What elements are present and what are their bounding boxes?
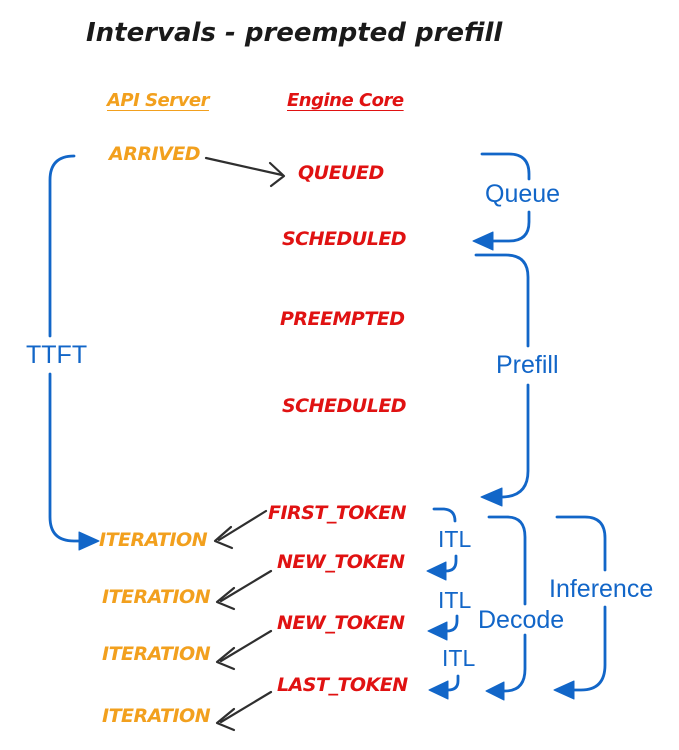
event-iteration-2: ITERATION [102, 586, 211, 608]
arrow-last-token-to-iteration [215, 690, 273, 732]
decode-bracket-top [487, 515, 527, 606]
interval-label-prefill: Prefill [496, 351, 559, 379]
inference-bracket-top [555, 515, 607, 572]
interval-label-itl-1: ITL [438, 526, 472, 552]
engine-core-column-header: Engine Core [287, 90, 404, 111]
itl2-stem [444, 614, 459, 633]
itl2-arrowhead-icon [427, 621, 448, 641]
itl1-stem [443, 554, 458, 573]
interval-label-itl-3: ITL [442, 645, 476, 671]
event-arrived: ARRIVED [109, 143, 201, 165]
interval-label-itl-2: ITL [438, 587, 472, 613]
event-last-token: LAST_TOKEN [277, 674, 408, 696]
interval-label-ttft: TTFT [26, 341, 88, 369]
inference-bracket-bottom [571, 605, 607, 692]
event-iteration-1: ITERATION [99, 529, 208, 551]
interval-label-inference: Inference [549, 575, 654, 603]
decode-arrowhead-icon [485, 681, 505, 701]
diagram-title: Intervals - preempted prefill [86, 18, 503, 48]
ttft-arrowhead-icon [78, 531, 100, 551]
prefill-arrowhead-icon [480, 487, 503, 507]
arrow-new-token2-to-iteration [215, 629, 273, 671]
event-new-token-2: NEW_TOKEN [277, 612, 405, 634]
itl3-arrowhead-icon [428, 680, 449, 700]
event-queued: QUEUED [298, 162, 384, 184]
interval-label-queue: Queue [485, 180, 561, 208]
queue-arrowhead-icon [472, 231, 494, 251]
arrow-new-token1-to-iteration [215, 569, 273, 611]
itl3-stem [445, 674, 460, 692]
event-iteration-3: ITERATION [102, 643, 211, 665]
event-preempted: PREEMPTED [280, 308, 405, 330]
itl1-hook [432, 507, 457, 523]
inference-arrowhead-icon [553, 680, 575, 700]
arrow-first-token-to-iteration [213, 509, 268, 550]
event-new-token-1: NEW_TOKEN [277, 551, 405, 573]
prefill-bracket-top [474, 253, 530, 348]
decode-bracket-bottom [501, 633, 527, 693]
event-iteration-4: ITERATION [102, 705, 211, 727]
event-scheduled-1: SCHEDULED [282, 228, 407, 250]
itl1-arrowhead-icon [426, 561, 447, 581]
api-server-column-header: API Server [107, 90, 209, 111]
event-scheduled-2: SCHEDULED [282, 395, 407, 417]
queue-bracket-top [480, 152, 531, 181]
prefill-bracket-bottom [499, 383, 530, 499]
ttft-bracket-bottom [48, 372, 82, 543]
arrow-arrived-to-queued [204, 156, 286, 188]
interval-label-decode: Decode [478, 606, 565, 634]
queue-bracket-bottom [491, 210, 531, 243]
ttft-bracket-top [48, 154, 76, 338]
event-first-token: FIRST_TOKEN [268, 502, 407, 524]
